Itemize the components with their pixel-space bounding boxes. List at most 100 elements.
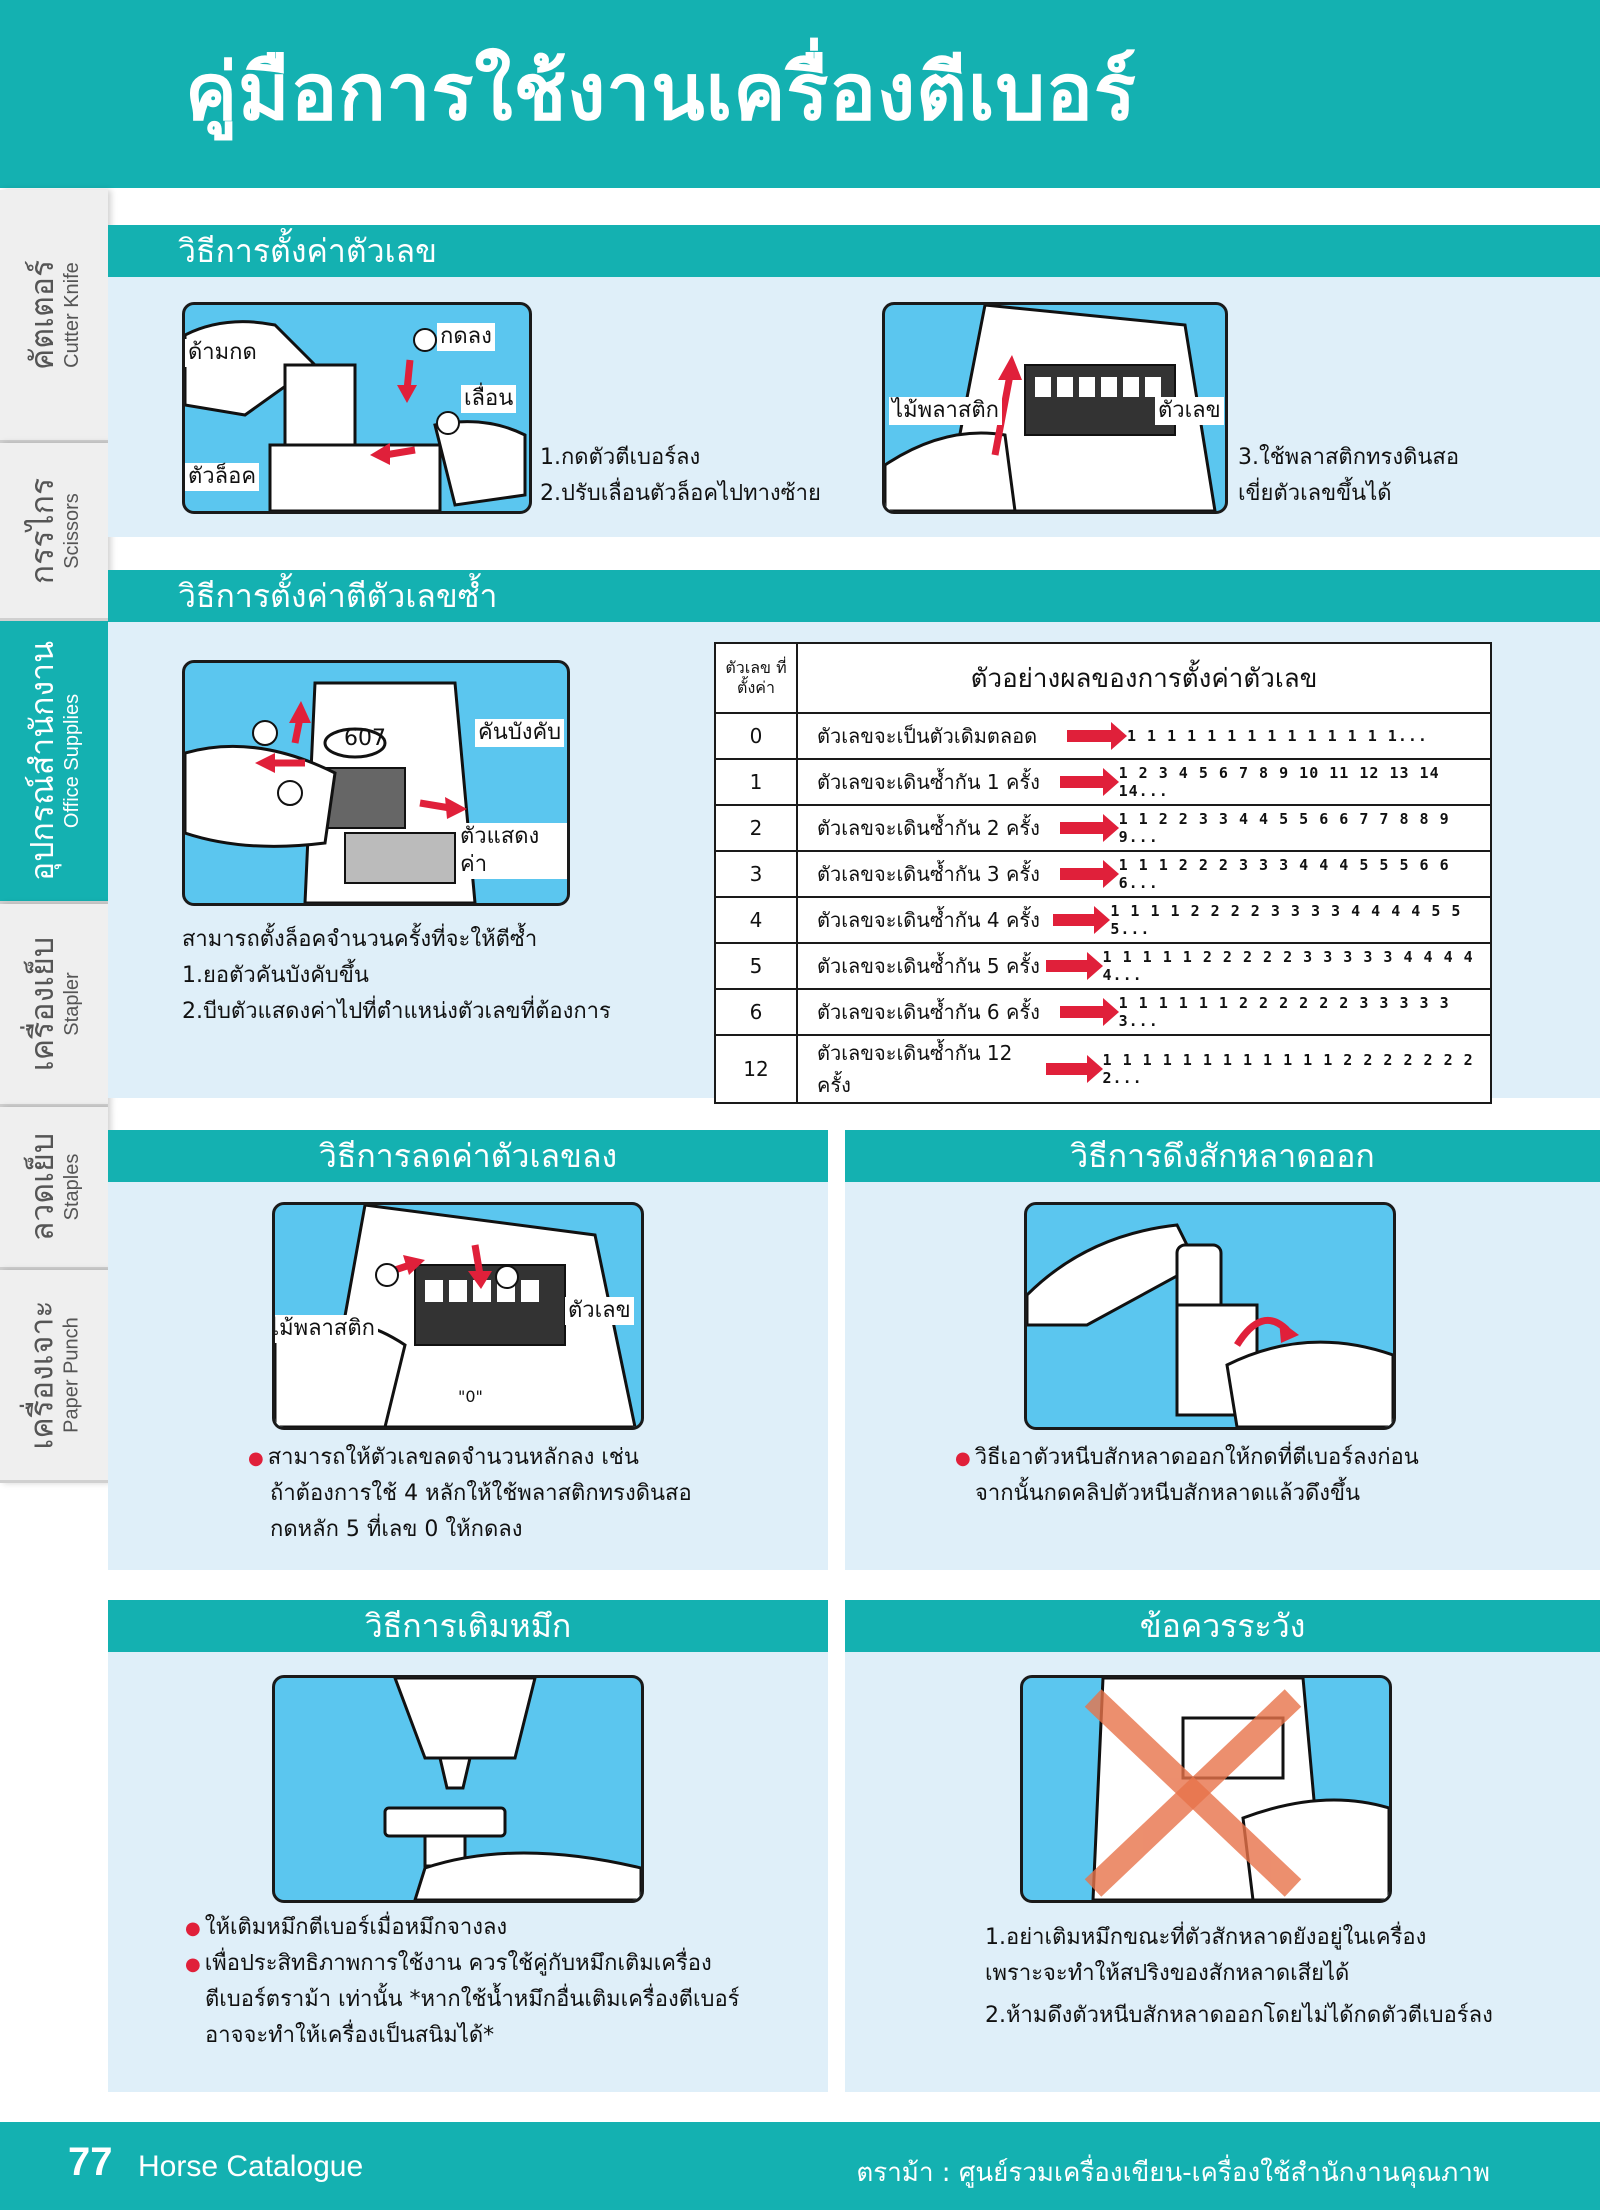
table-cell-sequence: 1 1 2 2 3 3 4 4 5 5 6 6 7 7 8 8 9 9... bbox=[1118, 810, 1450, 846]
section-title-caution: ข้อควรระวัง bbox=[845, 1600, 1600, 1652]
table-cell-setting: 6 bbox=[714, 988, 798, 1036]
tab-label-th: คัตเตอร์ bbox=[23, 259, 61, 371]
tab-cutter-knife[interactable]: คัตเตอร์Cutter Knife bbox=[0, 190, 108, 443]
arrow-icon bbox=[1067, 722, 1127, 750]
table-row: 0 ตัวเลขจะเป็นตัวเดิมตลอด 1 1 1 1 1 1 1 1 … bbox=[714, 712, 1492, 760]
section-title-repeat: วิธีการตั้งค่าตีตัวเลขซ้ำ bbox=[108, 570, 1600, 622]
table-cell-setting: 0 bbox=[714, 712, 798, 760]
table-cell-setting: 1 bbox=[714, 758, 798, 806]
label-zero: "0" bbox=[455, 1383, 486, 1411]
reduce-digit-drawing bbox=[275, 1205, 637, 1427]
repeat-desc-2: 1.ยอตัวคันบังคับขึ้น bbox=[182, 963, 369, 988]
table-cell-setting: 12 bbox=[714, 1034, 798, 1104]
table-cell-sequence: 1 2 3 4 5 6 7 8 9 10 11 12 13 14 14... bbox=[1118, 764, 1440, 800]
table-row: 3 ตัวเลขจะเดินซ้ำกัน 3 ครั้ง 1 1 1 2 2 2 3… bbox=[714, 850, 1492, 898]
table-row: 2 ตัวเลขจะเดินซ้ำกัน 2 ครั้ง 1 1 2 2 3 3 4… bbox=[714, 804, 1492, 852]
label-plastic-stick: ไม้พลาสติก bbox=[275, 1315, 378, 1343]
section-title-reduce: วิธีการลดค่าตัวเลขลง bbox=[108, 1130, 828, 1182]
caution-drawing bbox=[1084, 1678, 1389, 1900]
step-3a: 3.ใช้พลาสติกทรงดินสอ bbox=[1238, 445, 1460, 470]
table-cell-desc: ตัวเลขจะเดินซ้ำกัน 2 ครั้ง bbox=[817, 816, 1040, 840]
table-cell-desc: ตัวเลขจะเดินซ้ำกัน 1 ครั้ง bbox=[817, 770, 1040, 794]
table-cell-sequence: 1 1 1 1 2 2 2 2 3 3 3 3 4 4 4 4 5 5 5... bbox=[1110, 902, 1462, 938]
caution-text-1: 1.อย่าเติมหมึกขณะที่ตัวสักหลาดยังอยู่ในเ… bbox=[985, 1925, 1427, 1950]
table-row: 12 ตัวเลขจะเดินซ้ำกัน 12 ครั้ง 1 1 1 1 1 1… bbox=[714, 1034, 1492, 1104]
caution-text-3: 2.ห้ามดึงตัวหนีบสักหลาดออกโดยไม่ได้กดตัว… bbox=[985, 2003, 1493, 2028]
table-cell-desc: ตัวเลขจะเดินซ้ำกัน 4 ครั้ง bbox=[817, 908, 1040, 932]
remove-felt-drawing bbox=[1027, 1223, 1393, 1427]
table-header-row: ตัวเลข ที่ตั้งค่า ตัวอย่างผลของการตั้งค่… bbox=[714, 642, 1492, 714]
step-3b: เขี่ยตัวเลขขึ้นได้ bbox=[1238, 481, 1392, 506]
reduce-text-3: กดหลัก 5 ที่เลข 0 ให้กดลง bbox=[270, 1517, 523, 1542]
tab-label-th: เครื่องเย็บ bbox=[23, 936, 61, 1072]
step-1: 1.กดตัวตีเบอร์ลง bbox=[540, 445, 701, 470]
label-lock: ตัวล็อค bbox=[185, 463, 260, 491]
table-cell-desc: ตัวเลขจะเป็นตัวเดิมตลอด bbox=[817, 724, 1038, 748]
repeat-desc-1: สามารถตั้งล็อคจำนวนครั้งที่จะให้ตีซ้ำ bbox=[182, 927, 538, 952]
table-cell-sequence: 1 1 1 1 1 1 2 2 2 2 2 2 3 3 3 3 3 3... bbox=[1118, 994, 1450, 1030]
arrow-icon bbox=[1059, 998, 1119, 1026]
label-digit: ตัวเลข bbox=[565, 1297, 634, 1325]
refill-text-3: ตีเบอร์ตราม้า เท่านั้น *หากใช้น้ำหมึกอื่… bbox=[205, 1987, 740, 2012]
tab-label-en: Scissors bbox=[61, 492, 83, 569]
tab-label-en: Stapler bbox=[61, 972, 83, 1036]
refill-text-1: ให้เติมหมึกตีเบอร์เมื่อหมึกจางลง bbox=[185, 1910, 507, 1947]
tab-label-th: กรรไกร bbox=[23, 477, 61, 584]
page-header: คู่มือการใช้งานเครื่องตีเบอร์ bbox=[0, 0, 1600, 188]
page-number: 77 bbox=[68, 2140, 113, 2184]
label-digit: ตัวเลข bbox=[1155, 397, 1224, 425]
table-cell-desc: ตัวเลขจะเดินซ้ำกัน 3 ครั้ง bbox=[817, 862, 1040, 886]
table-header-setting: ตัวเลข ที่ตั้งค่า bbox=[714, 642, 798, 714]
tab-label-th: ลวดเย็บ bbox=[23, 1132, 62, 1242]
label-display: ตัวแสดงค่า bbox=[457, 823, 567, 879]
page-title: คู่มือการใช้งานเครื่องตีเบอร์ bbox=[185, 48, 1137, 138]
label-handle: ด้ามกด bbox=[185, 339, 260, 367]
section-title-refill: วิธีการเติมหมึก bbox=[108, 1600, 828, 1652]
remove-felt-text-2: จากนั้นกดคลิปตัวหนีบสักหลาดแล้วดึงขึ้น bbox=[975, 1481, 1361, 1506]
table-cell-sequence: 1 1 1 1 1 1 1 1 1 1 1 1 2 2 2 2 2 2 2 2.… bbox=[1102, 1051, 1474, 1087]
table-cell-desc: ตัวเลขจะเดินซ้ำกัน 12 ครั้ง bbox=[817, 1041, 1013, 1097]
page-footer: 77 Horse Catalogue ตราม้า : ศูนย์รวมเครื… bbox=[0, 2122, 1600, 2210]
arrow-icon bbox=[1059, 860, 1119, 888]
footer-tagline: ตราม้า : ศูนย์รวมเครื่องเขียน-เครื่องใช้… bbox=[856, 2158, 1490, 2188]
illustration-press-lock: ด้ามกด กดลง เลื่อน ตัวล็อค bbox=[182, 302, 532, 514]
label-lever: คันบังคับ bbox=[475, 719, 565, 747]
table-row: 4 ตัวเลขจะเดินซ้ำกัน 4 ครั้ง 1 1 1 1 2 2 2… bbox=[714, 896, 1492, 944]
illustration-repeat-setting: 607 คันบังคับ ตัวแสดงค่า bbox=[182, 660, 570, 906]
illustration-remove-felt bbox=[1024, 1202, 1396, 1430]
tab-label-en: Office Supplies bbox=[61, 693, 83, 829]
table-cell-sequence: 1 1 1 1 1 2 2 2 2 2 3 3 3 3 3 4 4 4 4 4.… bbox=[1102, 948, 1474, 984]
refill-text-2: เพื่อประสิทธิภาพการใช้งาน ควรใช้คู่กับหม… bbox=[185, 1946, 712, 1983]
tab-label-en: Cutter Knife bbox=[61, 262, 83, 368]
refill-ink-drawing bbox=[383, 1678, 641, 1900]
remove-felt-text-1: วิธีเอาตัวหนีบสักหลาดออกให้กดที่ตีเบอร์ล… bbox=[955, 1440, 1419, 1477]
table-cell-sequence: 1 1 1 1 1 1 1 1 1 1 1 1 1 1... bbox=[1127, 727, 1428, 745]
repeat-table: ตัวเลข ที่ตั้งค่า ตัวอย่างผลของการตั้งค่… bbox=[714, 642, 1492, 1104]
reduce-text-1: สามารถให้ตัวเลขลดจำนวนหลักลง เช่น bbox=[248, 1440, 639, 1477]
arrow-icon bbox=[1046, 952, 1103, 980]
label-plastic-stick: ไม้พลาสติก bbox=[889, 397, 1002, 425]
illustration-reduce: ไม้พลาสติก ตัวเลข "0" bbox=[272, 1202, 644, 1430]
section-title-set-number: วิธีการตั้งค่าตัวเลข bbox=[108, 225, 1600, 277]
tab-label-en: Staples bbox=[61, 1153, 84, 1221]
arrow-icon bbox=[1052, 906, 1111, 934]
arrow-icon bbox=[1059, 814, 1119, 842]
tab-label-th: อุปกรณ์สำนักงาน bbox=[23, 641, 61, 881]
tab-label-th: เครื่องเจาะ bbox=[23, 1300, 61, 1450]
table-cell-setting: 4 bbox=[714, 896, 798, 944]
refill-text-4: อาจจะทำให้เครื่องเป็นสนิมได้* bbox=[205, 2023, 495, 2048]
table-cell-setting: 2 bbox=[714, 804, 798, 852]
repeat-desc-3: 2.บีบตัวแสดงค่าไปที่ตำแหน่งตัวเลขที่ต้อง… bbox=[182, 999, 611, 1024]
arrow-icon bbox=[1059, 768, 1119, 796]
table-cell-sequence: 1 1 1 2 2 2 3 3 3 4 4 4 5 5 5 6 6 6... bbox=[1118, 856, 1450, 892]
arrow-icon bbox=[1046, 1055, 1103, 1083]
reduce-text-2: ถ้าต้องการใช้ 4 หลักให้ใช้พลาสติกทรงดินส… bbox=[270, 1481, 692, 1506]
table-cell-setting: 3 bbox=[714, 850, 798, 898]
